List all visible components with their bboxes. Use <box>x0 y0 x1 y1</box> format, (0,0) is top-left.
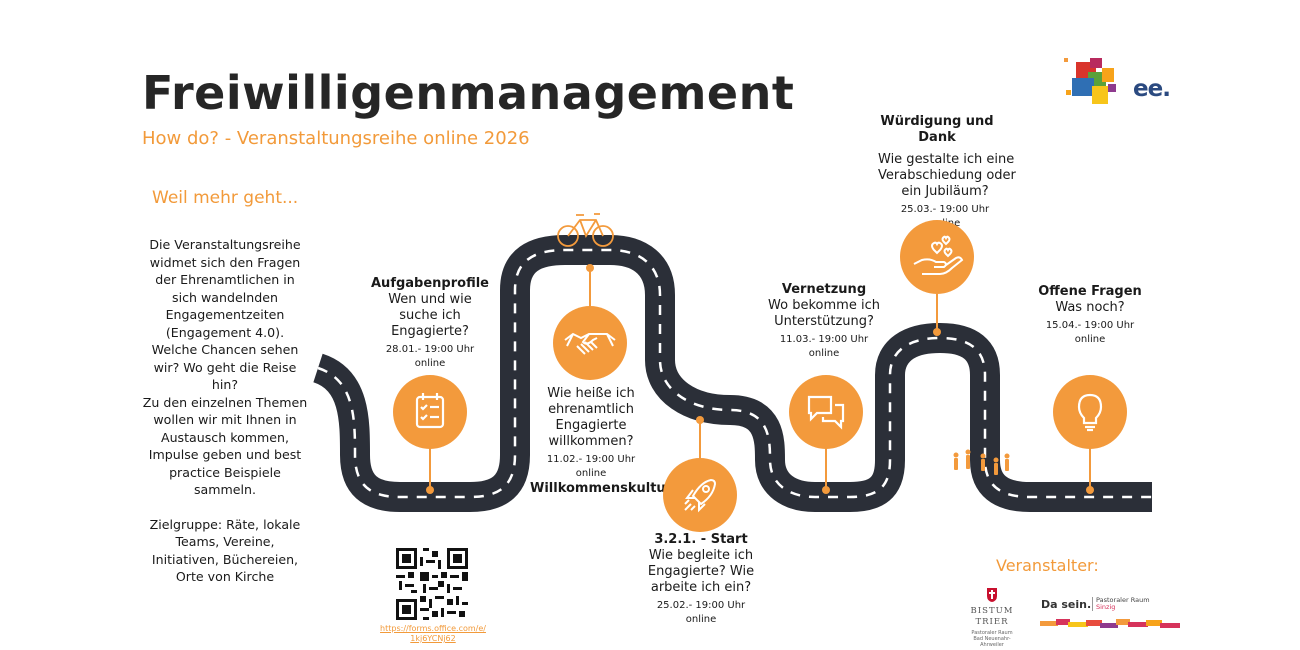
step-question: Verabschiedung oder <box>878 168 1016 183</box>
step-date: 25.02.- 19:00 Uhr <box>656 600 746 611</box>
bistum-trier-logo: BISTUM TRIER Pastoraler Raum Bad Neuenah… <box>962 606 1022 648</box>
bistum-line: TRIER <box>975 617 1009 627</box>
step5-circle <box>900 220 974 294</box>
da-sein-color-bar-icon <box>1040 619 1180 628</box>
step-willkommenskultur: Wie heiße ich ehrenamtlich Engagierte wi… <box>530 386 673 497</box>
intro-line: Austausch kommen, <box>160 429 290 445</box>
step-title: Offene Fragen <box>1038 284 1142 299</box>
step-title: Würdigung und Dank <box>880 114 994 145</box>
step-title: Willkommenskultur <box>530 481 673 496</box>
step-question: Engagierte <box>555 418 627 433</box>
bistum-small-line: Pastoraler Raum <box>971 630 1013 636</box>
step6-circle <box>1053 375 1127 449</box>
step-question: willkommen? <box>548 434 634 449</box>
da-sein-logo: Da sein. <box>1041 598 1092 611</box>
intro-line: wollen wir mit Ihnen in <box>153 412 297 427</box>
bistum-line: BISTUM <box>970 606 1014 616</box>
step-question: Wen und wie <box>388 292 472 307</box>
step-question: Wie gestalte ich eine <box>878 152 1015 167</box>
intro-line: hin? <box>211 377 239 392</box>
step-title: 3.2.1. - Start <box>654 532 748 547</box>
intro-line: sammeln. <box>193 482 257 497</box>
step-mode: online <box>685 614 717 625</box>
step4-circle <box>789 375 863 449</box>
step1-circle <box>393 375 467 449</box>
target-line: Initiativen, Büchereien, <box>151 551 299 567</box>
step-wuerdigung: Würdigung und Dank Wie gestalte ich eine… <box>862 114 1016 231</box>
ee-logo-text: ee. <box>1133 76 1171 102</box>
runners-icon <box>953 449 1010 475</box>
rocket-icon <box>684 478 717 513</box>
step-question: Was noch? <box>1055 300 1125 315</box>
step-date: 11.02.- 19:00 Uhr <box>546 454 636 465</box>
step-question: Unterstützung? <box>774 314 874 329</box>
ee-logo-icon <box>1064 58 1116 104</box>
step-date: 11.03.- 19:00 Uhr <box>779 334 869 345</box>
step-question: Wie begleite ich <box>648 548 754 563</box>
organizer-label: Veranstalter: <box>996 556 1099 575</box>
step3-circle <box>663 458 737 532</box>
step-question: Engagierte? Wie <box>647 564 755 579</box>
step-question: Wie heiße ich <box>547 386 635 401</box>
intro-line: Zu den einzelnen Themen <box>142 394 308 410</box>
intro-line: (Engagement 4.0). <box>165 324 285 340</box>
step-title: Vernetzung <box>781 282 867 297</box>
step-mode: online <box>808 348 840 359</box>
intro-line: practice Beispiele <box>169 464 281 480</box>
step-question: arbeite ich ein? <box>650 580 752 595</box>
pastoral-raum-label: Pastoraler Raum Sinzig <box>1092 597 1150 611</box>
step-mode: online <box>414 358 446 369</box>
intro-line: Welche Chancen sehen <box>151 342 299 357</box>
step-date: 28.01.- 19:00 Uhr <box>385 344 475 355</box>
target-line: Teams, Vereine, <box>175 534 275 549</box>
step-question: suche ich <box>399 308 461 323</box>
step-date: 25.03.- 19:00 Uhr <box>900 204 990 215</box>
qr-link[interactable]: https://forms.office.com/e/ 1kj6YCNj62 <box>378 624 488 644</box>
intro-heading: Weil mehr geht... <box>152 188 299 208</box>
lightbulb-icon <box>1077 393 1103 432</box>
step-aufgabenprofile: Aufgabenprofile Wen und wie suche ich En… <box>365 276 495 371</box>
step-vernetzung: Vernetzung Wo bekomme ich Unterstützung?… <box>758 282 890 361</box>
handshake-icon <box>564 332 616 355</box>
pastoral-line: Sinzig <box>1096 603 1116 611</box>
intro-line: Die Veranstaltungsreihe <box>149 237 301 252</box>
step-question: ein Jubiläum? <box>901 184 989 199</box>
step-mode: online <box>575 468 607 479</box>
pastoral-line: Pastoraler Raum <box>1096 596 1150 604</box>
bistum-trier-crest-icon <box>987 588 997 602</box>
step-start: 3.2.1. - Start Wie begleite ich Engagier… <box>636 532 766 627</box>
chat-bubbles-icon <box>807 395 845 430</box>
hand-hearts-icon <box>913 235 964 275</box>
intro-line: Impulse geben und best <box>148 447 302 462</box>
intro-line: der Ehrenamtlichen in <box>155 272 295 287</box>
bistum-small-line: Bad Neuenahr-Ahrweiler <box>973 636 1011 648</box>
page-title: Freiwilligenmanagement <box>142 66 795 120</box>
qr-link-line[interactable]: 1kj6YCNj62 <box>410 634 456 643</box>
step-mode: online <box>1074 334 1106 345</box>
intro-text: Die Veranstaltungsreihe widmet sich den … <box>140 236 310 586</box>
qr-link-line[interactable]: https://forms.office.com/e/ <box>380 624 486 633</box>
intro-line: sich wandelnden <box>172 289 278 305</box>
step-offene-fragen: Offene Fragen Was noch? 15.04.- 19:00 Uh… <box>1028 284 1152 347</box>
target-line: Zielgruppe: Räte, lokale <box>149 516 301 532</box>
step-question: Engagierte? <box>391 324 469 339</box>
target-line: Orte von Kirche <box>175 569 275 584</box>
bicycle-icon <box>557 213 614 247</box>
intro-line: widmet sich den Fragen <box>149 254 301 270</box>
step2-circle <box>553 306 627 380</box>
step-date: 15.04.- 19:00 Uhr <box>1045 320 1135 331</box>
intro-line: Engagementzeiten <box>165 307 285 322</box>
intro-line: wir? Wo geht die Reise <box>153 359 297 375</box>
calendar-checklist-icon <box>415 393 445 429</box>
step-title: Aufgabenprofile <box>371 276 489 291</box>
qr-code-icon[interactable] <box>396 548 468 620</box>
step-question: ehrenamtlich <box>548 402 634 417</box>
page-subtitle: How do? - Veranstaltungsreihe online 202… <box>142 128 530 149</box>
step-question: Wo bekomme ich <box>768 298 880 313</box>
